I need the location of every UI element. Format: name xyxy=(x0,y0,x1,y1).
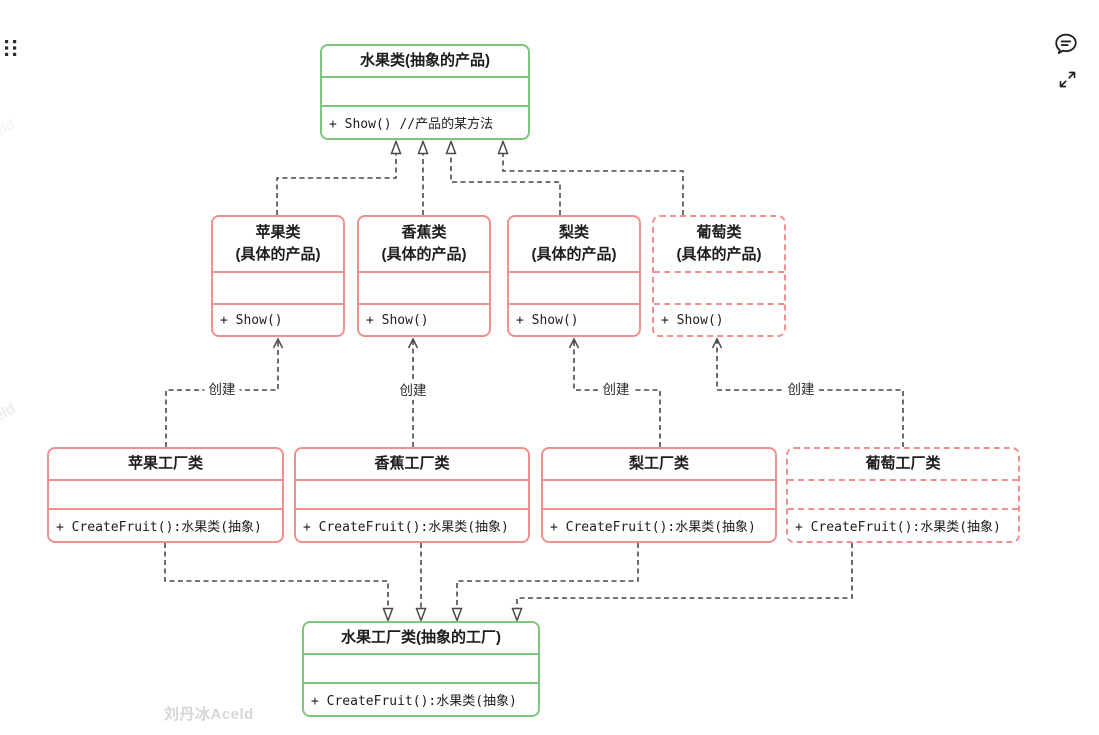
edge-apple-factory-realizes xyxy=(164,543,388,620)
class-title-line1: 香蕉类 xyxy=(401,224,447,242)
edge-label-create: 创建 xyxy=(395,381,431,401)
class-title: 香蕉类 (具体的产品) xyxy=(359,217,489,271)
class-banana-product[interactable]: 香蕉类 (具体的产品) + Show() xyxy=(357,215,491,337)
class-method: + Show() xyxy=(359,303,489,335)
fullscreen-expand-icon[interactable] xyxy=(1057,69,1078,90)
class-title: 梨类 (具体的产品) xyxy=(509,217,639,271)
class-title: 苹果工厂类 xyxy=(127,455,203,473)
watermark: 刘丹冰Aceld xyxy=(164,706,254,723)
class-attributes-empty xyxy=(654,271,784,303)
edge-label-create: 创建 xyxy=(783,380,819,400)
class-attributes-empty xyxy=(788,479,1018,508)
class-apple-product[interactable]: 苹果类 (具体的产品) + Show() xyxy=(211,215,345,337)
edge-pear-factory-creates xyxy=(568,337,661,447)
class-fruit-abstract-product[interactable]: 水果类(抽象的产品) + Show() //产品的某方法 xyxy=(320,44,530,140)
class-method: + CreateFruit():水果类(抽象) xyxy=(304,682,538,715)
class-method: + Show() //产品的某方法 xyxy=(322,105,528,138)
class-title-line1: 苹果类 xyxy=(255,224,301,242)
class-title: 葡萄工厂类 xyxy=(865,455,941,473)
edge-label-create: 创建 xyxy=(598,380,634,400)
class-title: 水果工厂类(抽象的工厂) xyxy=(341,629,501,647)
class-title: 苹果类 (具体的产品) xyxy=(213,217,343,271)
class-pear-factory[interactable]: 梨工厂类 + CreateFruit():水果类(抽象) xyxy=(541,447,777,543)
class-attributes-empty xyxy=(213,271,343,303)
class-title-line1: 葡萄类 xyxy=(696,224,742,242)
class-apple-factory[interactable]: 苹果工厂类 + CreateFruit():水果类(抽象) xyxy=(47,447,284,543)
class-title-line2: (具体的产品) xyxy=(381,246,467,263)
class-title-line2: (具体的产品) xyxy=(531,246,617,263)
class-title-line2: (具体的产品) xyxy=(235,246,321,263)
class-attributes-empty xyxy=(322,76,528,105)
class-title: 葡萄类 (具体的产品) xyxy=(654,217,784,271)
class-method: + Show() xyxy=(654,303,784,335)
edge-grape-factory-realizes xyxy=(517,543,853,620)
drag-handle-icon[interactable] xyxy=(4,39,18,57)
class-attributes-empty xyxy=(49,479,282,508)
class-attributes-empty xyxy=(296,479,528,508)
class-pear-product[interactable]: 梨类 (具体的产品) + Show() xyxy=(507,215,641,337)
class-title-line1: 梨类 xyxy=(558,224,589,242)
class-grape-factory[interactable]: 葡萄工厂类 + CreateFruit():水果类(抽象) xyxy=(786,447,1020,543)
class-method: + CreateFruit():水果类(抽象) xyxy=(788,508,1018,541)
class-title: 香蕉工厂类 xyxy=(374,455,450,473)
class-method: + CreateFruit():水果类(抽象) xyxy=(543,508,775,541)
class-method: + Show() xyxy=(213,303,343,335)
edge-grape-factory-creates xyxy=(711,337,904,447)
class-banana-factory[interactable]: 香蕉工厂类 + CreateFruit():水果类(抽象) xyxy=(294,447,530,543)
class-fruit-abstract-factory[interactable]: 水果工厂类(抽象的工厂) + CreateFruit():水果类(抽象) xyxy=(302,621,540,717)
edge-pear-product-realizes-fruit xyxy=(451,142,561,215)
class-method: + CreateFruit():水果类(抽象) xyxy=(296,508,528,541)
class-attributes-empty xyxy=(304,653,538,682)
edge-grape-product-realizes-fruit xyxy=(503,142,684,215)
class-title: 梨工厂类 xyxy=(628,455,689,473)
edge-apple-product-realizes-fruit xyxy=(276,142,396,215)
class-attributes-empty xyxy=(509,271,639,303)
class-title: 水果类(抽象的产品) xyxy=(360,52,490,70)
class-title-line2: (具体的产品) xyxy=(676,246,762,263)
edge-label-create: 创建 xyxy=(204,380,240,400)
class-method: + CreateFruit():水果类(抽象) xyxy=(49,508,282,541)
class-attributes-empty xyxy=(543,479,775,508)
class-attributes-empty xyxy=(359,271,489,303)
comment-bubble-icon[interactable] xyxy=(1053,31,1079,57)
class-method: + Show() xyxy=(509,303,639,335)
edge-pear-factory-realizes xyxy=(457,543,639,620)
class-grape-product[interactable]: 葡萄类 (具体的产品) + Show() xyxy=(652,215,786,337)
